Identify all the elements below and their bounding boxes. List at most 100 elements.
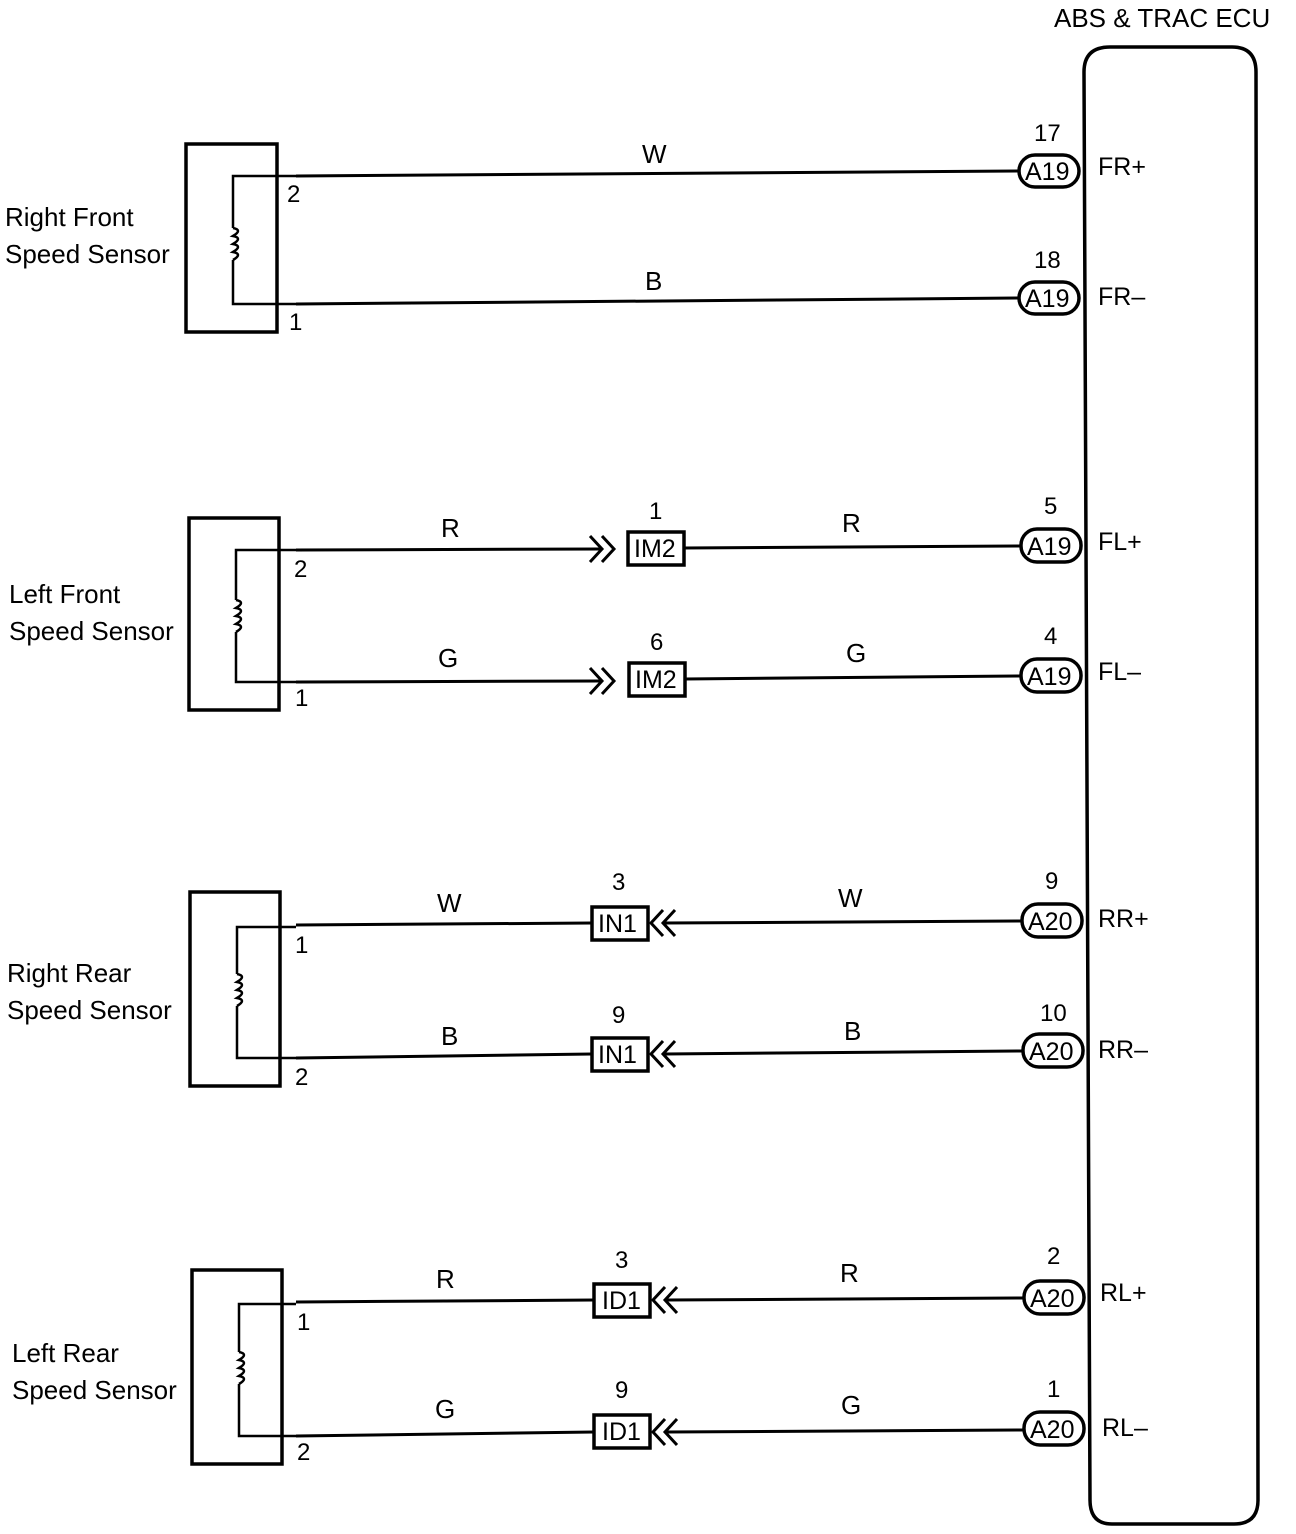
circuit-fl-minus: IM2 6 G G A19 4 FL– [295, 623, 1141, 698]
wire-color: G [846, 638, 866, 668]
sensor-label: Right Front [5, 202, 134, 232]
ecu-pin-number: 1 [1047, 1376, 1060, 1403]
ecu-connector [1021, 1032, 1085, 1069]
circuit-fl-plus: IM2 1 R R A19 5 FL+ [295, 493, 1142, 567]
junction-pin: 3 [615, 1247, 628, 1274]
junction-label: IM2 [634, 535, 676, 563]
junction-pin: 6 [650, 629, 663, 656]
signal-label: FR+ [1098, 153, 1146, 181]
ecu-pin-number: 10 [1040, 1000, 1067, 1027]
wire-color: W [642, 139, 667, 169]
wire-color: B [844, 1016, 861, 1046]
coil-icon [235, 1350, 246, 1386]
junction-pin: 3 [612, 869, 625, 896]
sensor-pin: 1 [297, 1309, 310, 1336]
signal-label: RL+ [1100, 1279, 1147, 1307]
ecu-connector-label: A19 [1027, 663, 1071, 691]
sensor-pin: 1 [295, 932, 308, 959]
sensor-label: Left Front [9, 579, 121, 609]
ecu-connector [1017, 280, 1081, 316]
male-terminal-icon [588, 666, 617, 696]
ecu-pin-number: 2 [1047, 1243, 1060, 1270]
sensor-left-rear: Left Rear Speed Sensor 1 2 [12, 1268, 310, 1466]
ecu-connector [1020, 902, 1084, 939]
wire-color: G [435, 1394, 455, 1424]
sensor-housing [187, 516, 281, 712]
junction-pin: 1 [649, 498, 662, 525]
sensor-pin: 1 [295, 685, 308, 712]
junction-label: IN1 [598, 910, 637, 938]
ecu-connector [1019, 657, 1083, 694]
sensor-pin: 2 [295, 1064, 308, 1091]
wire-color: B [441, 1021, 458, 1051]
circuit-rl-minus: ID1 9 G G A20 1 RL– [295, 1376, 1148, 1450]
wire-color: B [645, 266, 662, 296]
coil-icon [233, 972, 244, 1008]
sensor-lead [237, 1384, 296, 1438]
sensor-label: Speed Sensor [9, 616, 174, 646]
junction-label: IN1 [598, 1041, 637, 1069]
female-terminal-icon [648, 908, 677, 938]
sensor-lead [234, 632, 296, 684]
junction-pin: 9 [612, 1002, 625, 1029]
sensor-pin: 1 [289, 309, 302, 336]
female-terminal-icon [650, 1417, 679, 1447]
signal-label: RR+ [1098, 905, 1149, 933]
sensor-pin: 2 [294, 556, 307, 583]
circuit-fr-minus: B A19 18 FR– [295, 247, 1145, 316]
coil-icon [229, 226, 240, 262]
ecu-pin-number: 4 [1044, 623, 1057, 650]
sensor-label: Speed Sensor [5, 239, 170, 269]
sensor-housing [190, 1268, 284, 1466]
ecu-block: ABS & TRAC ECU [1054, 3, 1270, 1526]
sensor-housing [184, 142, 279, 334]
wire-color: R [441, 513, 460, 543]
circuit-fr-plus: W A19 17 FR+ [295, 120, 1146, 189]
female-terminal-icon [648, 1039, 677, 1069]
signal-label: RR– [1098, 1036, 1148, 1064]
ecu-connector-label: A20 [1028, 908, 1072, 936]
male-terminal-icon [588, 534, 617, 564]
junction-label: ID1 [602, 1287, 641, 1315]
sensor-label: Speed Sensor [7, 995, 172, 1025]
circuit-rr-plus: IN1 3 W W A20 9 RR+ [295, 868, 1149, 942]
circuit-rr-minus: IN1 9 B B A20 10 RR– [295, 1000, 1148, 1073]
wire-color: W [437, 888, 462, 918]
ecu-title: ABS & TRAC ECU [1054, 3, 1270, 33]
junction-connector [626, 530, 686, 567]
wire-color: G [438, 643, 458, 673]
ecu-connector-label: A19 [1025, 285, 1069, 313]
wire-color: G [841, 1390, 861, 1420]
signal-label: FL+ [1098, 528, 1142, 556]
ecu-pin-number: 17 [1034, 120, 1061, 147]
ecu-pin-number: 18 [1034, 247, 1061, 274]
ecu-connector-label: A19 [1025, 158, 1069, 186]
sensor-right-rear: Right Rear Speed Sensor 1 2 [7, 890, 308, 1091]
ecu-pin-number: 9 [1045, 868, 1058, 895]
junction-connector [590, 1036, 650, 1073]
circuit-rl-plus: ID1 3 R R A20 2 RL+ [295, 1243, 1147, 1319]
sensor-pin: 2 [297, 1439, 310, 1466]
ecu-connector [1017, 153, 1081, 189]
sensor-label: Speed Sensor [12, 1375, 177, 1405]
female-terminal-icon [650, 1285, 679, 1315]
sensor-lead [231, 174, 296, 228]
sensor-lead [234, 548, 296, 600]
signal-label: RL– [1102, 1414, 1148, 1442]
junction-connector [590, 905, 650, 942]
sensor-left-front: Left Front Speed Sensor 2 1 [9, 516, 308, 712]
wire-color: R [840, 1258, 859, 1288]
junction-pin: 9 [615, 1377, 628, 1404]
sensor-pin: 2 [287, 181, 300, 208]
junction-connector [592, 1282, 652, 1319]
sensor-right-front: Right Front Speed Sensor 2 1 [5, 142, 302, 336]
wire-color: R [842, 508, 861, 538]
junction-connector [627, 661, 687, 698]
junction-label: ID1 [602, 1418, 641, 1446]
ecu-pin-number: 5 [1044, 493, 1057, 520]
junction-connector [592, 1413, 652, 1450]
sensor-housing [188, 890, 282, 1088]
ecu-connector [1022, 1410, 1086, 1447]
